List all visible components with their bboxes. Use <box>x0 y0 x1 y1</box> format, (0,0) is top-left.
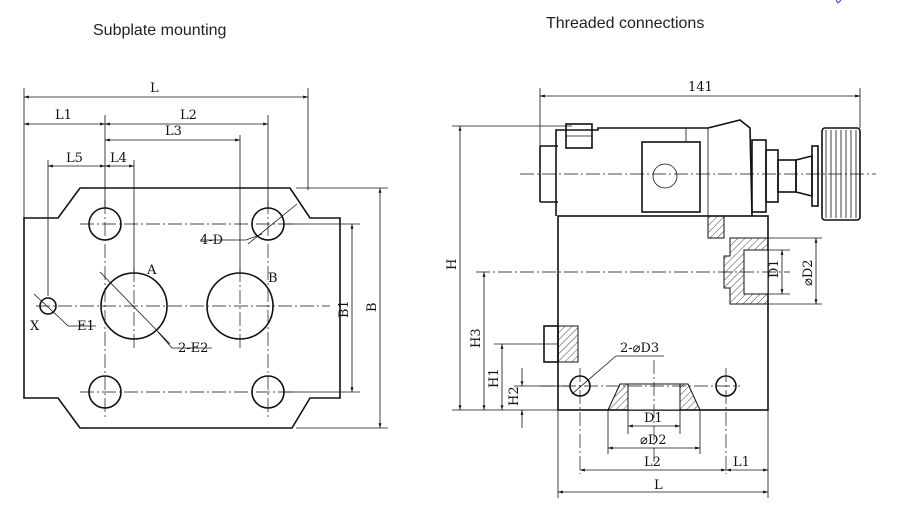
port-B-label: B <box>268 271 278 286</box>
dim-B1: B1 <box>337 300 352 318</box>
caption-subplate-mounting: Subplate mounting <box>93 22 227 39</box>
dim-H3: H3 <box>469 328 484 348</box>
dim-H: H <box>445 259 460 270</box>
dim-L-bottom: L <box>654 478 663 493</box>
dim-L2-bottom: L2 <box>644 455 661 470</box>
dim-141: 141 <box>688 80 713 95</box>
dim-L: L <box>150 81 159 96</box>
dim-L2: L2 <box>180 108 197 123</box>
dim-D1-bottom: D1 <box>644 411 663 426</box>
subplate-view <box>23 88 388 429</box>
port-X-label: X <box>30 319 40 334</box>
dim-L4: L4 <box>110 151 127 166</box>
hole-4D-label: 4-D <box>200 233 223 248</box>
port-A-label: A <box>146 263 157 278</box>
dim-D2-bottom: ⌀D2 <box>640 433 667 448</box>
dim-L1: L1 <box>55 108 72 123</box>
dim-H1: H1 <box>487 368 502 388</box>
dim-H2: H2 <box>507 386 522 406</box>
dim-2-D3: 2-⌀D3 <box>620 341 659 356</box>
dim-D2-side: ⌀D2 <box>801 259 816 286</box>
dim-B: B <box>365 302 380 312</box>
dim-E1: E1 <box>77 319 95 334</box>
subplate-dimension-labels: L L1 L2 L3 L5 L4 A B 4-D X E1 2-E2 B1 B <box>30 81 380 356</box>
threaded-view <box>452 88 876 498</box>
dim-2-E2: 2-E2 <box>178 341 208 356</box>
threaded-dimension-labels: 141 H H3 H1 H2 D1 ⌀D2 2-⌀D3 D1 ⌀D2 L2 L1… <box>445 80 816 493</box>
caption-threaded-connections: Threaded connections <box>546 15 705 32</box>
dim-L3: L3 <box>165 124 182 139</box>
dim-L5: L5 <box>66 151 83 166</box>
corner-mark <box>835 0 842 4</box>
dim-D1-side: D1 <box>767 259 782 278</box>
dim-L1-bottom: L1 <box>733 455 750 470</box>
